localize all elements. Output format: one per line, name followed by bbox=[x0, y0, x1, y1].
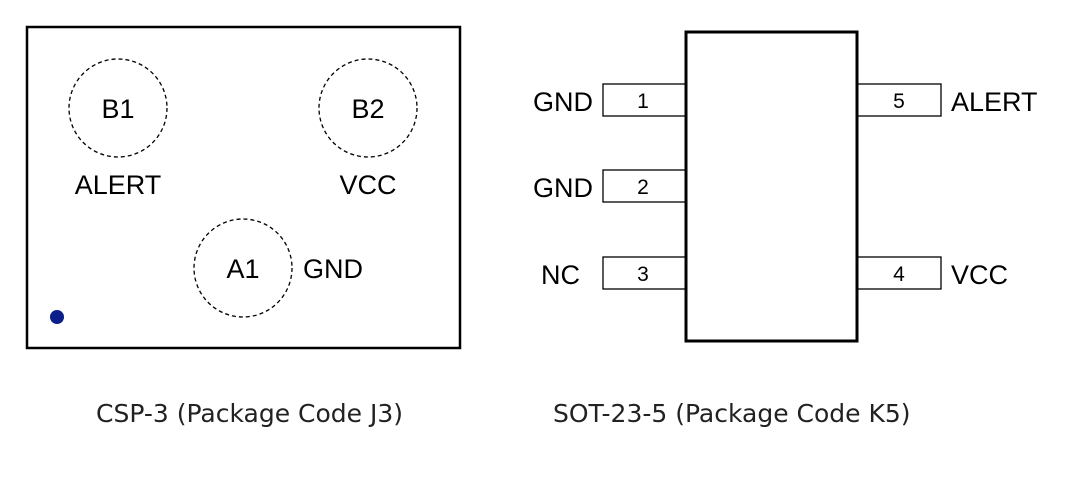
csp3-ball-b2 bbox=[318, 58, 418, 158]
csp3-ball-b1-signal: ALERT bbox=[75, 170, 162, 200]
csp3-ball-b1 bbox=[68, 58, 168, 158]
sot-pin-3-lead bbox=[602, 256, 687, 290]
sot-pin-5-signal: ALERT bbox=[951, 87, 1038, 117]
csp3-package: B1 ALERT B2 VCC A1 GND bbox=[25, 25, 462, 350]
sot-pin-2-signal: GND bbox=[533, 173, 593, 203]
sot-pin-5-number: 5 bbox=[893, 90, 905, 113]
sot-body-outline bbox=[684, 30, 859, 343]
sot-pin-3-number: 3 bbox=[637, 263, 649, 286]
csp3-pin1-marker bbox=[50, 310, 64, 324]
csp3-ball-b2-id: B2 bbox=[351, 94, 384, 124]
csp3-ball-b1-id: B1 bbox=[101, 94, 134, 124]
sot-pin-1-signal: GND bbox=[533, 87, 593, 117]
sot-pin-4-number: 4 bbox=[893, 263, 905, 286]
csp3-ball-a1-signal: GND bbox=[303, 254, 363, 284]
sot-pin-4-signal: VCC bbox=[951, 260, 1008, 290]
sot-pin-1-lead bbox=[602, 83, 687, 117]
sot23-5-package: 1 2 3 4 5 GND GND NC VCC ALERT bbox=[533, 30, 1038, 343]
csp3-ball-b2-signal: VCC bbox=[339, 170, 396, 200]
sot-pin-2-number: 2 bbox=[637, 176, 649, 199]
sot-pin-5-lead bbox=[856, 83, 942, 117]
csp3-caption: CSP-3 (Package Code J3) bbox=[96, 399, 403, 428]
csp3-ball-a1-id: A1 bbox=[226, 254, 259, 284]
sot-pin-1-number: 1 bbox=[637, 90, 649, 113]
csp3-body-outline bbox=[25, 25, 462, 350]
csp3-ball-a1 bbox=[193, 218, 293, 318]
sot23-5-caption: SOT-23-5 (Package Code K5) bbox=[553, 399, 911, 428]
sot-pin-3-signal: NC bbox=[541, 260, 580, 290]
